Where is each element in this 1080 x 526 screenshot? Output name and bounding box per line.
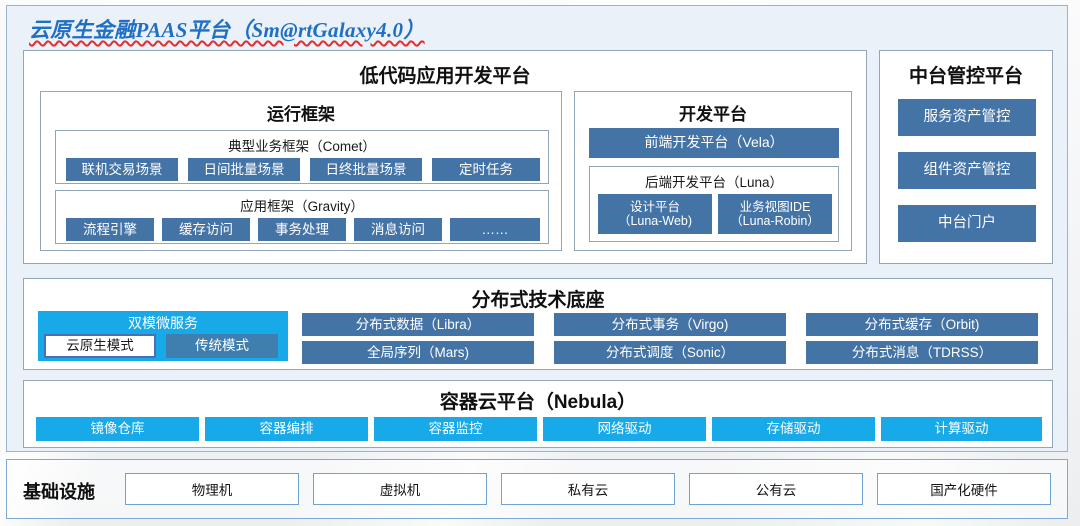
comet-item-online-trade[interactable]: 联机交易场景 <box>66 158 178 181</box>
lowcode-platform-section: 低代码应用开发平台 运行框架 典型业务框架（Comet） 联机交易场景 日间批量… <box>23 50 867 264</box>
distributed-tech-base-heading: 分布式技术底座 <box>471 290 605 311</box>
comet-heading: 典型业务框架（Comet） <box>228 139 376 154</box>
page-title: 云原生金融PAAS平台（Sm@rtGalaxy4.0） <box>29 18 425 42</box>
infra-item-public-cloud[interactable]: 公有云 <box>689 473 863 505</box>
dist-item-message-tdrss[interactable]: 分布式消息（TDRSS） <box>806 341 1038 364</box>
dist-item-schedule-sonic[interactable]: 分布式调度（Sonic） <box>554 341 786 364</box>
dual-mode-heading: 双模微服务 <box>128 315 198 331</box>
frontend-dev-platform-chip[interactable]: 前端开发平台（Vela） <box>589 128 839 158</box>
infra-item-virtual-machine[interactable]: 虚拟机 <box>313 473 487 505</box>
comet-item-scheduled-task[interactable]: 定时任务 <box>432 158 540 181</box>
midplatform-item-component-asset[interactable]: 组件资产管控 <box>898 152 1036 189</box>
midplatform-item-portal[interactable]: 中台门户 <box>898 205 1036 242</box>
container-item-compute-driver[interactable]: 计算驱动 <box>881 417 1042 441</box>
gravity-item-cache-access[interactable]: 缓存访问 <box>162 218 250 241</box>
container-cloud-heading: 容器云平台（Nebula） <box>439 392 637 413</box>
comet-item-eod-batch[interactable]: 日终批量场景 <box>310 158 422 181</box>
dual-mode-item-traditional[interactable]: 传统模式 <box>166 334 278 358</box>
gravity-item-more[interactable]: …… <box>450 218 540 241</box>
container-item-storage-driver[interactable]: 存储驱动 <box>712 417 875 441</box>
development-platform-heading: 开发平台 <box>679 105 747 124</box>
midplatform-control-section: 中台管控平台 服务资产管控 组件资产管控 中台门户 <box>879 50 1053 264</box>
luna-web-line2: （Luna-Web) <box>617 214 693 228</box>
lowcode-platform-heading: 低代码应用开发平台 <box>359 66 531 87</box>
infra-item-domestic-hardware[interactable]: 国产化硬件 <box>877 473 1051 505</box>
comet-item-intraday-batch[interactable]: 日间批量场景 <box>188 158 300 181</box>
gravity-heading: 应用框架（Gravity） <box>240 199 364 214</box>
runtime-framework-heading: 运行框架 <box>267 105 335 124</box>
container-item-monitoring[interactable]: 容器监控 <box>374 417 537 441</box>
infra-item-private-cloud[interactable]: 私有云 <box>501 473 675 505</box>
runtime-framework-section: 运行框架 典型业务框架（Comet） 联机交易场景 日间批量场景 日终批量场景 … <box>40 91 562 251</box>
infrastructure-label: 基础设施 <box>23 482 95 502</box>
midplatform-item-service-asset[interactable]: 服务资产管控 <box>898 99 1036 136</box>
luna-robin-chip[interactable]: 业务视图IDE （Luna-Robin） <box>718 194 832 234</box>
main-architecture-panel: 云原生金融PAAS平台（Sm@rtGalaxy4.0） 低代码应用开发平台 运行… <box>6 5 1068 452</box>
gravity-item-transaction[interactable]: 事务处理 <box>258 218 346 241</box>
container-cloud-section: 容器云平台（Nebula） 镜像仓库 容器编排 容器监控 网络驱动 存储驱动 计… <box>23 380 1053 448</box>
gravity-framework-box: 应用框架（Gravity） 流程引擎 缓存访问 事务处理 消息访问 …… <box>55 190 549 244</box>
dist-item-sequence-mars[interactable]: 全局序列（Mars) <box>302 341 534 364</box>
development-platform-section: 开发平台 前端开发平台（Vela） 后端开发平台（Luna） 设计平台 （Lun… <box>574 91 852 251</box>
dist-item-cache-orbit[interactable]: 分布式缓存（Orbit) <box>806 313 1038 336</box>
gravity-item-message-access[interactable]: 消息访问 <box>354 218 442 241</box>
container-item-orchestration[interactable]: 容器编排 <box>205 417 368 441</box>
infrastructure-bar: 基础设施 物理机 虚拟机 私有云 公有云 国产化硬件 <box>6 459 1068 519</box>
luna-web-line1: 设计平台 <box>629 200 680 214</box>
backend-dev-platform-box: 后端开发平台（Luna） 设计平台 （Luna-Web) 业务视图IDE （Lu… <box>589 166 839 242</box>
luna-web-chip[interactable]: 设计平台 （Luna-Web) <box>598 194 712 234</box>
container-item-image-registry[interactable]: 镜像仓库 <box>36 417 199 441</box>
distributed-tech-base-section: 分布式技术底座 双模微服务 云原生模式 传统模式 分布式数据（Libra） 分布… <box>23 278 1053 370</box>
infra-item-physical-machine[interactable]: 物理机 <box>125 473 299 505</box>
luna-robin-line1: 业务视图IDE <box>739 200 811 214</box>
dist-item-transaction-virgo[interactable]: 分布式事务（Virgo) <box>554 313 786 336</box>
container-item-network-driver[interactable]: 网络驱动 <box>543 417 706 441</box>
dist-item-data-libra[interactable]: 分布式数据（Libra） <box>302 313 534 336</box>
midplatform-heading: 中台管控平台 <box>908 66 1023 87</box>
dual-mode-item-cloud-native[interactable]: 云原生模式 <box>44 334 156 358</box>
gravity-item-process-engine[interactable]: 流程引擎 <box>66 218 154 241</box>
dual-mode-microservice-group: 双模微服务 云原生模式 传统模式 <box>38 311 288 361</box>
luna-robin-line2: （Luna-Robin） <box>730 214 820 228</box>
backend-dev-platform-heading: 后端开发平台（Luna） <box>644 175 784 190</box>
comet-framework-box: 典型业务框架（Comet） 联机交易场景 日间批量场景 日终批量场景 定时任务 <box>55 130 549 184</box>
